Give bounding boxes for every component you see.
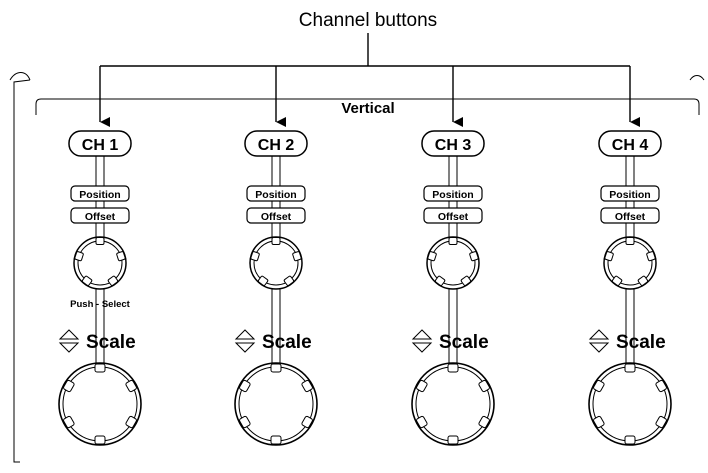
scale-label: Scale — [616, 332, 666, 353]
position-knob[interactable] — [603, 236, 657, 290]
offset-label-box — [423, 207, 483, 224]
ch4-button[interactable] — [598, 130, 662, 157]
scale-up-down-arrows-icon — [411, 329, 433, 353]
scale-label: Scale — [86, 332, 136, 353]
offset-label: Offset — [85, 211, 116, 223]
vertical-section-label: Vertical — [341, 100, 394, 117]
scale-up-down-arrows-icon — [234, 329, 256, 353]
channel-buttons-callout: Channel buttons — [299, 10, 437, 31]
offset-label-box — [246, 207, 306, 224]
vertical-section-bar — [35, 98, 700, 115]
scale-up-down-arrows-icon — [588, 329, 610, 353]
position-label: Position — [255, 189, 296, 201]
panel-top-right-curl — [689, 75, 705, 81]
scale-knob[interactable] — [58, 362, 142, 446]
position-knob[interactable] — [73, 236, 127, 290]
ch1-button[interactable] — [68, 130, 132, 157]
offset-label: Offset — [261, 211, 292, 223]
position-label: Position — [432, 189, 473, 201]
position-label: Position — [79, 189, 120, 201]
ch4-button-label: CH 4 — [612, 137, 649, 154]
offset-label: Offset — [615, 211, 646, 223]
ch3-button[interactable] — [421, 130, 485, 157]
scale-up-down-arrows-icon — [58, 329, 80, 353]
push-select-label: Push - Select — [70, 299, 130, 310]
position-knob[interactable] — [426, 236, 480, 290]
scale-knob[interactable] — [234, 362, 318, 446]
scale-label: Scale — [439, 332, 489, 353]
position-label-box — [423, 185, 483, 202]
scale-knob[interactable] — [588, 362, 672, 446]
ch2-button[interactable] — [244, 130, 308, 157]
ch3-button-label: CH 3 — [435, 137, 472, 154]
scale-knob[interactable] — [411, 362, 495, 446]
panel-left-edge — [9, 72, 31, 463]
position-knob[interactable] — [249, 236, 303, 290]
position-label: Position — [609, 189, 650, 201]
position-label-box — [246, 185, 306, 202]
offset-label-box — [600, 207, 660, 224]
scale-label: Scale — [262, 332, 312, 353]
position-label-box — [600, 185, 660, 202]
offset-label-box — [70, 207, 130, 224]
ch1-button-label: CH 1 — [82, 137, 119, 154]
ch2-button-label: CH 2 — [258, 137, 295, 154]
position-label-box — [70, 185, 130, 202]
offset-label: Offset — [438, 211, 469, 223]
